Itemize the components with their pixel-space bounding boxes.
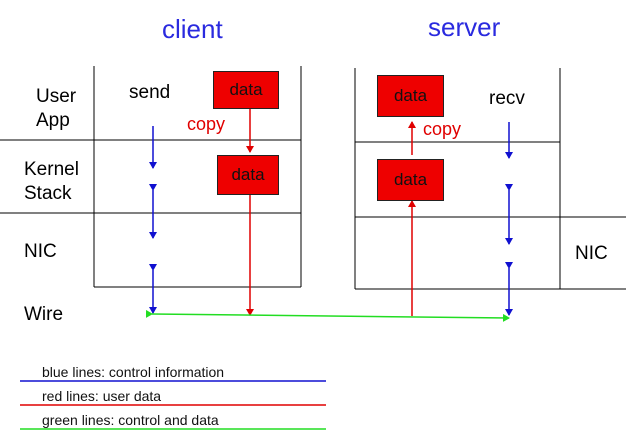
client-app-data-buffer: data xyxy=(213,71,279,109)
server-title: server xyxy=(428,12,501,42)
send-label: send xyxy=(129,82,171,103)
row-label-user-app: User App xyxy=(36,86,77,131)
wire-label: Wire xyxy=(24,304,64,325)
user-data-arrows xyxy=(246,108,416,316)
server-stack-grid xyxy=(354,68,626,290)
server-kernel-data-buffer: data xyxy=(377,159,444,201)
legend-green-label: green lines: control and data xyxy=(42,412,219,428)
client-copy-label: copy xyxy=(187,114,226,134)
server-copy-label: copy xyxy=(423,119,462,139)
legend-red-label: red lines: user data xyxy=(42,388,162,404)
wire-line xyxy=(145,309,510,322)
server-nic-label: NIC xyxy=(575,243,608,264)
recv-label: recv xyxy=(489,88,525,109)
client-title: client xyxy=(162,14,223,44)
server-app-data-buffer: data xyxy=(377,75,444,117)
row-label-kernel-stack: Kernel Stack xyxy=(24,159,79,204)
client-kernel-data-buffer: data xyxy=(217,155,279,195)
row-label-nic: NIC xyxy=(24,241,57,262)
legend-blue-label: blue lines: control information xyxy=(42,364,225,380)
